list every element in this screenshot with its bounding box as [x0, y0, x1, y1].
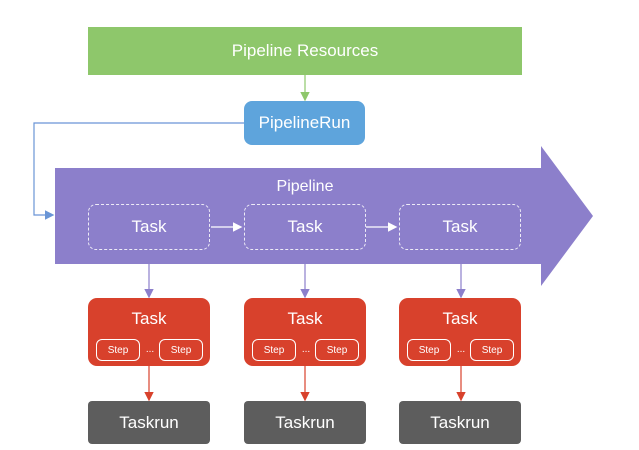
step-box-left: Step: [96, 339, 140, 361]
task-box-2: Task Step ... Step: [244, 298, 366, 366]
pipeline-arrow-shape: [55, 146, 593, 286]
pipeline-task-3: Task: [399, 204, 521, 250]
step-box-right: Step: [159, 339, 203, 361]
step-ellipsis: ...: [301, 344, 311, 355]
step-box-left: Step: [252, 339, 296, 361]
taskrun-box-2: Taskrun: [244, 401, 366, 444]
pipelinerun-box: PipelineRun: [244, 101, 365, 145]
task-box-label: Task: [287, 309, 323, 328]
step-box-right: Step: [470, 339, 514, 361]
step-ellipsis: ...: [456, 344, 466, 355]
pipeline-label: Pipeline: [276, 178, 334, 195]
step-box-right: Step: [315, 339, 359, 361]
pipeline-resources-label: Pipeline Resources: [231, 41, 379, 60]
step-ellipsis: ...: [145, 344, 155, 355]
pipeline-task-1: Task: [88, 204, 210, 250]
task-box-label: Task: [131, 309, 167, 328]
pipelinerun-label: PipelineRun: [258, 113, 351, 132]
taskrun-box-3: Taskrun: [399, 401, 521, 444]
pipeline-resources-box: Pipeline Resources: [88, 27, 522, 75]
task-box-3: Task Step ... Step: [399, 298, 521, 366]
pipeline-task-2: Task: [244, 204, 366, 250]
task-box-1: Task Step ... Step: [88, 298, 210, 366]
taskrun-box-1: Taskrun: [88, 401, 210, 444]
pipelinerun-to-pipeline-connector: [33, 122, 244, 220]
task-box-label: Task: [442, 309, 478, 328]
step-box-left: Step: [407, 339, 451, 361]
